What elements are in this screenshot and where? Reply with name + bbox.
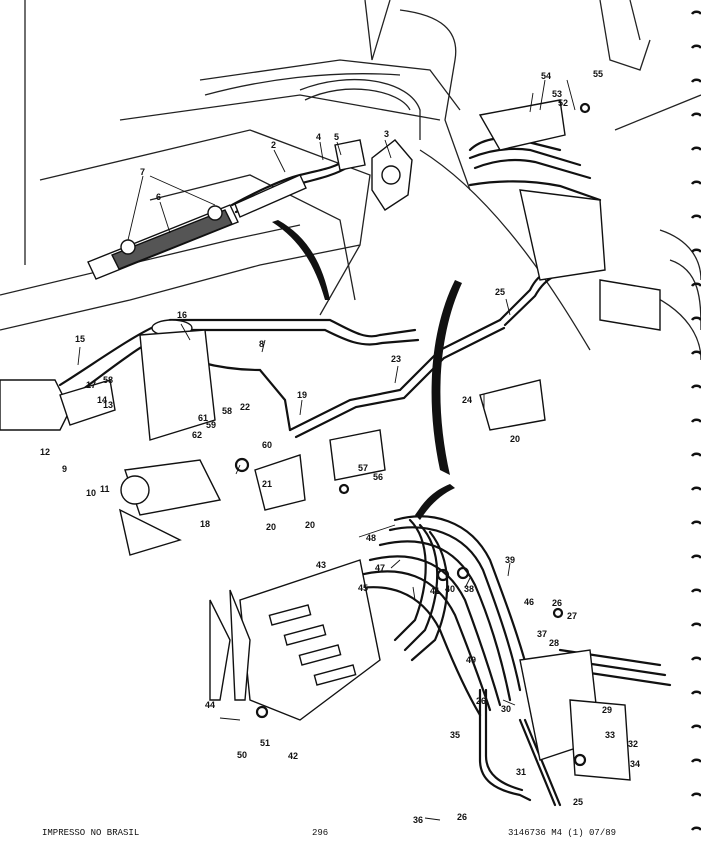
page-number: 296 [312, 828, 329, 838]
fasteners [234, 102, 591, 767]
coupler-plate [239, 559, 381, 721]
callout-26-top: 26 [552, 598, 562, 608]
valve-block [519, 189, 606, 281]
shaded-fender-curves [272, 220, 462, 520]
callout-16: 16 [177, 310, 187, 320]
callout-28: 28 [549, 638, 559, 648]
callout-20-lower: 20 [266, 522, 276, 532]
callout-52: 52 [558, 98, 568, 108]
callout-33: 33 [605, 730, 615, 740]
callout-2: 2 [271, 140, 276, 150]
callout-40: 40 [445, 584, 455, 594]
callout-7: 7 [140, 167, 145, 177]
callout-41: 41 [430, 586, 440, 596]
binding-holes [690, 10, 701, 831]
component-shapes [0, 99, 661, 781]
callout-60: 60 [262, 440, 272, 450]
callout-47: 47 [375, 563, 385, 573]
callout-35: 35 [450, 730, 460, 740]
cylinder-assembly [87, 174, 307, 280]
callout-55: 55 [593, 69, 603, 79]
callout-17: 17 [86, 380, 96, 390]
callout-24: 24 [462, 395, 472, 405]
callout-56: 56 [373, 472, 383, 482]
callout-42: 42 [288, 751, 298, 761]
callout-34: 34 [630, 759, 640, 769]
callout-25-lower: 25 [573, 797, 583, 807]
callout-5: 5 [334, 132, 339, 142]
callout-39: 39 [505, 555, 515, 565]
callout-20-right: 20 [510, 434, 520, 444]
callout-32: 32 [628, 739, 638, 749]
callout-58-left: 58 [103, 375, 113, 385]
callout-10: 10 [86, 488, 96, 498]
callout-19: 19 [297, 390, 307, 400]
callout-43: 43 [316, 560, 326, 570]
callout-23: 23 [391, 354, 401, 364]
callout-25-upper: 25 [495, 287, 505, 297]
callout-59: 59 [206, 420, 216, 430]
left-housing [0, 379, 71, 431]
callout-61: 61 [198, 413, 208, 423]
callout-3: 3 [384, 129, 389, 139]
callout-46: 46 [524, 597, 534, 607]
callout-58-right: 58 [222, 406, 232, 416]
callout-4: 4 [316, 132, 321, 142]
callout-45: 45 [358, 583, 368, 593]
callout-29: 29 [602, 705, 612, 715]
callout-26-mid: 26 [476, 696, 486, 706]
callout-27: 27 [567, 611, 577, 621]
callout-12: 12 [40, 447, 50, 457]
callout-22: 22 [240, 402, 250, 412]
callout-57: 57 [358, 463, 368, 473]
callout-20-mid: 20 [305, 520, 315, 530]
callout-6: 6 [156, 192, 161, 202]
callout-50: 50 [237, 750, 247, 760]
tractor-body-outline [0, 0, 701, 361]
quick-couplers [268, 604, 357, 686]
callout-18: 18 [200, 519, 210, 529]
right-mount-bracket [479, 379, 546, 431]
upper-right-bracket [478, 99, 566, 151]
callout-54: 54 [541, 71, 551, 81]
callout-14: 14 [97, 395, 107, 405]
callout-38: 38 [464, 584, 474, 594]
callout-37: 37 [537, 629, 547, 639]
callout-labels: 2 3 4 5 6 7 8 9 10 11 12 13 14 15 16 17 … [40, 69, 640, 825]
callout-9: 9 [62, 464, 67, 474]
footer-printed-in: IMPRESSO NO BRASIL [42, 828, 140, 838]
callout-8: 8 [259, 339, 264, 349]
document-code: 3146736 M4 (1) 07/89 [508, 828, 617, 838]
callout-49: 49 [466, 655, 476, 665]
callout-13: 13 [103, 400, 113, 410]
lower-mount-bracket [254, 454, 306, 511]
callout-31: 31 [516, 767, 526, 777]
callout-21: 21 [262, 479, 272, 489]
callout-51: 51 [260, 738, 270, 748]
pipe-elbow-flange [334, 139, 366, 171]
callout-62: 62 [192, 430, 202, 440]
motor-assembly [118, 319, 222, 556]
callout-11: 11 [100, 484, 110, 494]
callout-44: 44 [205, 700, 215, 710]
callout-53: 53 [552, 89, 562, 99]
callout-48: 48 [366, 533, 376, 543]
callout-leaders [77, 79, 576, 821]
callout-26-bottom: 26 [457, 812, 467, 822]
callout-15: 15 [75, 334, 85, 344]
callout-30: 30 [501, 704, 511, 714]
callout-36: 36 [413, 815, 423, 825]
